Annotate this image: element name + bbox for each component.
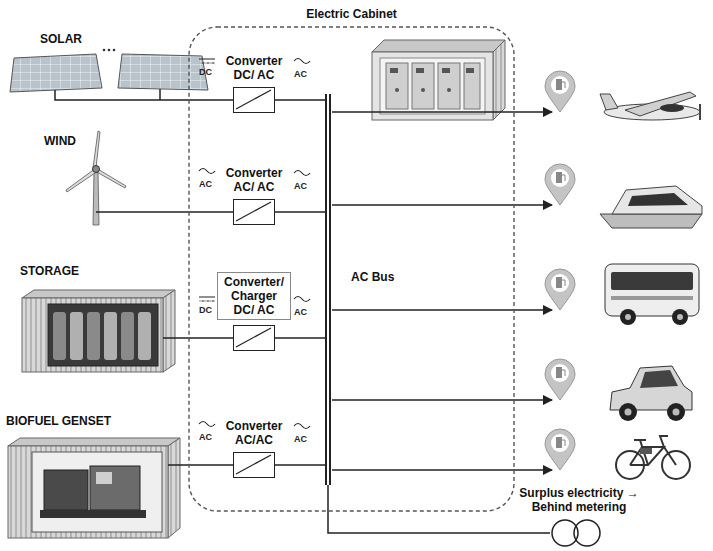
connector-line [328, 485, 550, 533]
bicycle [616, 436, 690, 479]
source-node: SOLAR [8, 32, 212, 104]
source-label: STORAGE [20, 264, 79, 278]
converter-symbol [234, 453, 273, 476]
output-label: Surplus electricity → Behind metering [509, 486, 649, 514]
connector-line [275, 99, 325, 101]
bus-label: AC Bus [351, 270, 394, 284]
connector-line [212, 99, 233, 101]
source-node: BIOFUEL GENSET [4, 414, 182, 542]
charging-pin [545, 429, 575, 470]
converter-label: Converter DC/ AC [221, 54, 287, 82]
current-symbols [199, 59, 310, 429]
current-type-label: AC [294, 434, 307, 445]
charging-pin [545, 359, 575, 400]
current-type-label: AC [199, 432, 212, 443]
converter-symbol [234, 200, 273, 223]
source-label: BIOFUEL GENSET [6, 414, 111, 428]
connector-line [275, 337, 325, 339]
converter-box: Converter/ Charger DC/ AC [233, 325, 275, 351]
solar-panels [10, 49, 212, 100]
car [610, 366, 692, 421]
station-arrows [332, 112, 552, 470]
cabinet-region: Electric CabinetConverter DC/ ACConverte… [188, 26, 515, 512]
converter-label: Converter AC/ AC [221, 166, 287, 194]
bus [605, 264, 699, 325]
cabinet-container [372, 40, 505, 120]
converter-box: Converter AC/AC [233, 452, 275, 478]
aircraft [600, 92, 700, 120]
transformer-symbol [550, 519, 608, 547]
converter-label: Converter/ Charger DC/ AC [217, 272, 291, 320]
current-type-label: AC [199, 179, 212, 190]
current-type-label: AC [294, 307, 307, 318]
source-label: SOLAR [40, 32, 82, 46]
current-type-label: AC [294, 69, 307, 80]
genset-container [8, 438, 182, 538]
converter-box: Converter DC/ AC [233, 87, 275, 113]
cabinet-title: Electric Cabinet [303, 7, 400, 21]
charging-pin [545, 71, 575, 112]
current-type-label: AC [294, 181, 307, 192]
grid-transformer: Surplus electricity → Behind metering [550, 519, 608, 547]
charging-pin [545, 164, 575, 205]
converter-label: Converter AC/AC [221, 419, 287, 447]
charging-pins [545, 71, 575, 470]
current-type-label: DC [199, 305, 212, 316]
source-node: STORAGE [18, 264, 178, 376]
connector-line [275, 211, 325, 213]
storage-container [22, 290, 178, 372]
catamaran [600, 186, 702, 228]
converter-box: Converter AC/ AC [233, 199, 275, 225]
current-type-label: DC [199, 67, 212, 78]
source-label: WIND [44, 134, 76, 148]
converter-symbol [234, 88, 273, 111]
ac-bus: AC Bus [325, 94, 331, 485]
connector-line [178, 337, 233, 339]
connector-line [124, 211, 233, 213]
source-node: WIND [40, 134, 124, 226]
converter-symbol [234, 326, 273, 349]
connector-line [275, 464, 325, 466]
charging-pin [545, 269, 575, 310]
